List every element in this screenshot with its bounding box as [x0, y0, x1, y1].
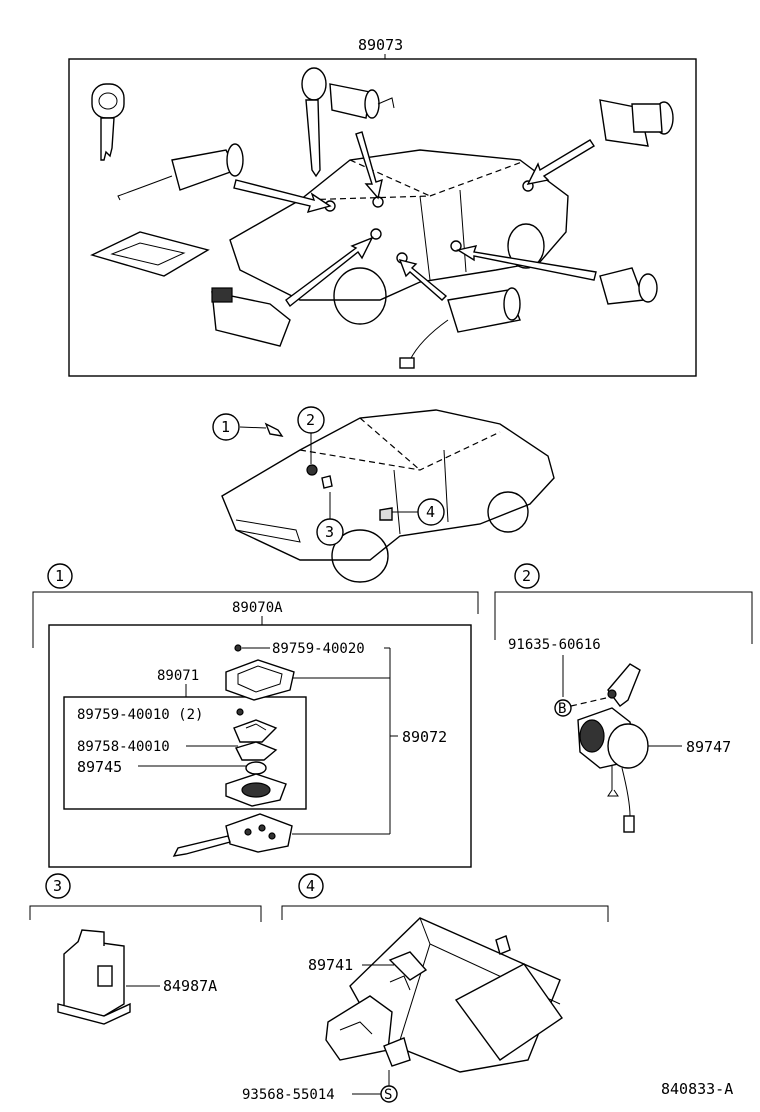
- section-3-group: 3 84987A: [29, 873, 262, 1025]
- callout-3: 3: [316, 518, 344, 546]
- trunk-lock-icon: [599, 99, 674, 147]
- pointer-arrows: [233, 131, 597, 308]
- bolt-marker: B: [554, 699, 572, 717]
- bolt-marker-text: B: [558, 701, 566, 717]
- label-89745: 89745: [77, 758, 122, 776]
- transmitter-cover-icon: [225, 659, 295, 701]
- section-4-number: 4: [306, 877, 315, 895]
- remote-key-icon: [172, 813, 293, 857]
- callout-4-text: 4: [426, 503, 435, 521]
- receiver-icon: [325, 917, 563, 1073]
- label-89070a: 89070A: [232, 600, 283, 616]
- label-89759-40020: 89759-40020: [272, 641, 365, 657]
- section-2-marker: 2: [514, 563, 540, 589]
- battery-icon: [245, 761, 267, 775]
- diagram-code: 840833-A: [661, 1080, 733, 1098]
- transmitter-frame: [63, 696, 307, 810]
- gasket-icon: [235, 741, 278, 761]
- screw-marker-text: S: [384, 1087, 392, 1103]
- section-1-group: 1 89070A 89071 89759-40020 89759-40010 (…: [32, 563, 479, 868]
- screw-marker: S: [380, 1085, 398, 1103]
- remote-assy-frame: [48, 624, 472, 868]
- top-set-group: 89073: [68, 36, 697, 377]
- callout-1: 1: [212, 413, 240, 441]
- section-4-group: 4 89741 S 93568-55014: [242, 873, 609, 1103]
- section-3-number: 3: [53, 877, 62, 895]
- locator-car-group: 1 2 3 4: [212, 406, 555, 583]
- callout-3-text: 3: [325, 523, 334, 541]
- label-89758-40010: 89758-40010: [77, 739, 170, 755]
- label-91635-60616: 91635-60616: [508, 637, 601, 653]
- callout-2-text: 2: [306, 411, 315, 429]
- callout-4: 4: [417, 498, 445, 526]
- callout-1-text: 1: [221, 418, 230, 436]
- door-actuator-icon: [399, 287, 521, 369]
- section-1-number: 1: [55, 567, 64, 585]
- section-4-marker: 4: [298, 873, 324, 899]
- door-lock-right-icon: [599, 267, 658, 305]
- section-1-marker: 1: [47, 563, 73, 589]
- label-89741: 89741: [308, 956, 353, 974]
- door-lock-left-icon: [211, 287, 291, 347]
- label-89759-40010: 89759-40010 (2): [77, 707, 203, 723]
- label-89072: 89072: [402, 728, 447, 746]
- circuit-board-icon: [233, 719, 278, 743]
- section-2-group: 2 91635-60616 B 89747: [494, 563, 753, 833]
- callout-2: 2: [297, 406, 325, 434]
- label-89747: 89747: [686, 738, 731, 756]
- relay-icon: [57, 929, 131, 1025]
- door-key-cylinder-icon: [301, 67, 395, 178]
- horn-icon: [577, 663, 649, 833]
- master-key-icon: [91, 83, 125, 161]
- top-set-frame: [68, 58, 697, 377]
- label-89071: 89071: [157, 668, 199, 684]
- section-3-marker: 3: [45, 873, 71, 899]
- ignition-cylinder-icon: [117, 143, 244, 201]
- label-89073: 89073: [358, 36, 403, 54]
- label-84987a: 84987A: [163, 977, 217, 995]
- label-93568-55014: 93568-55014: [242, 1087, 335, 1103]
- key-plate-icon: [90, 231, 210, 277]
- section-2-number: 2: [522, 567, 531, 585]
- transmitter-case-icon: [225, 773, 287, 807]
